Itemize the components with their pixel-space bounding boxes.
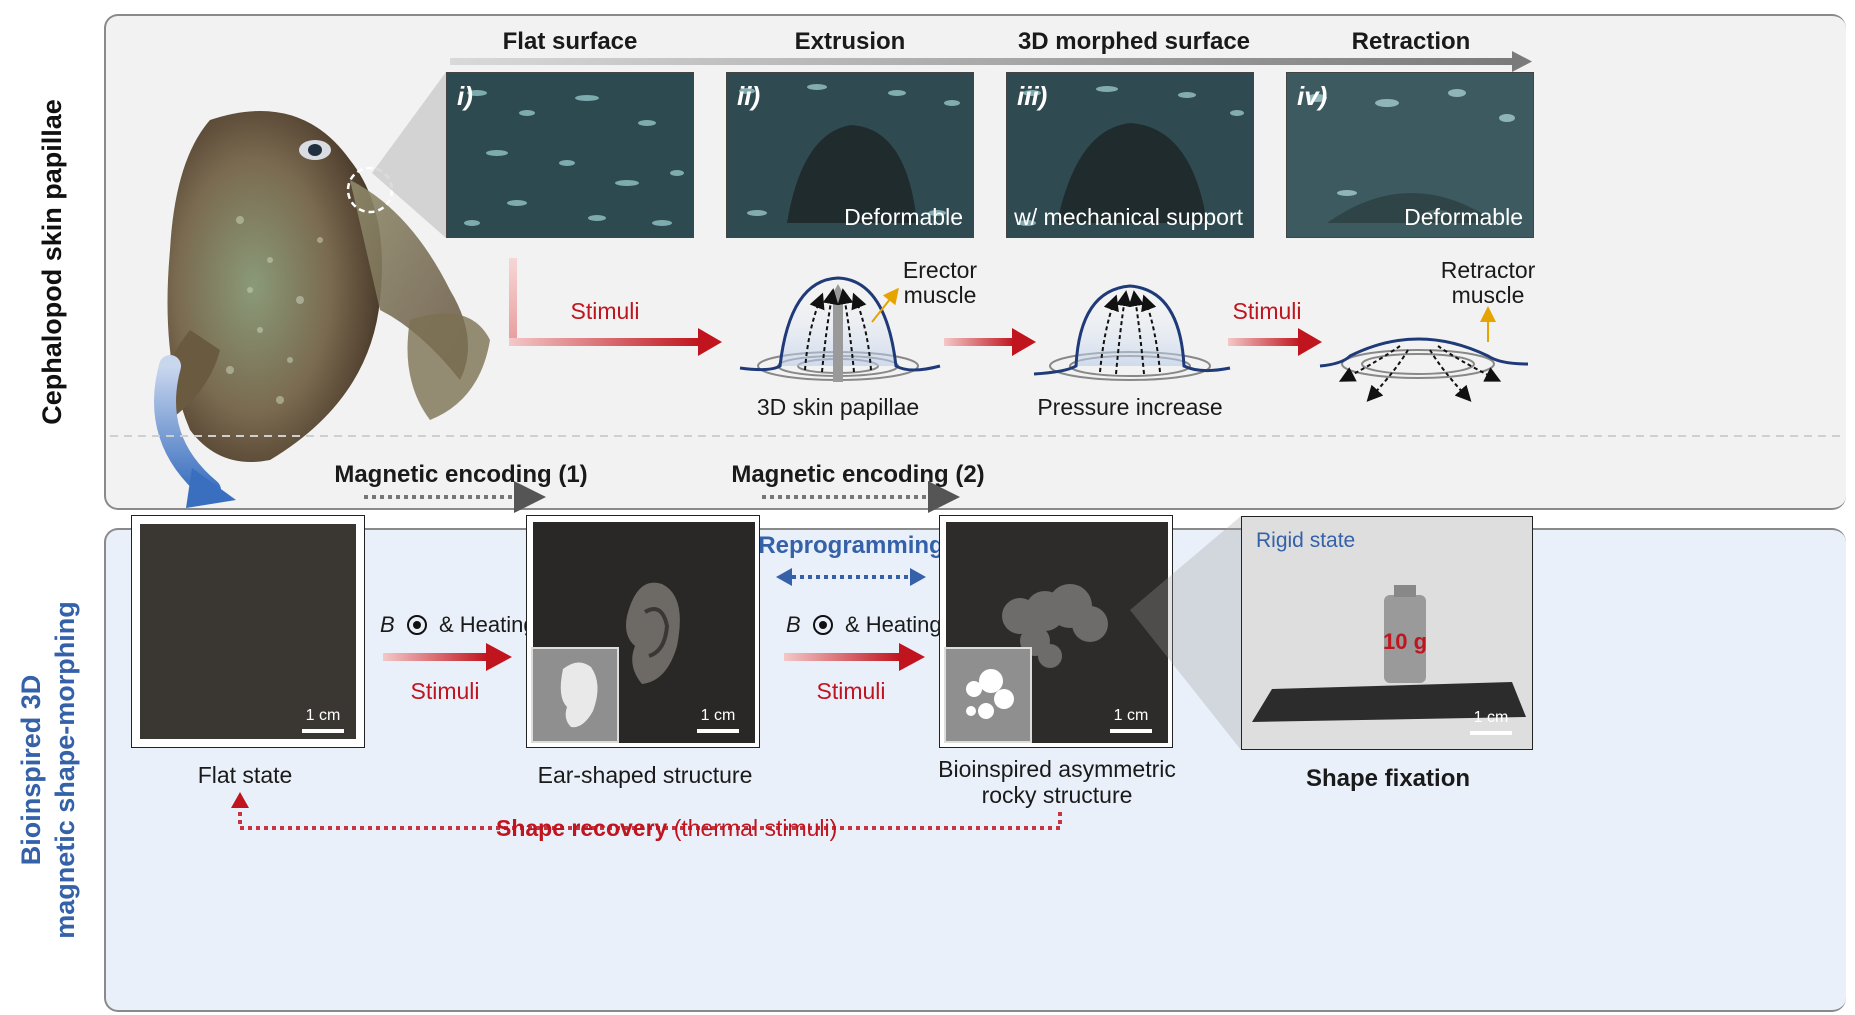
caption-rocky-structure: Bioinspired asymmetric rocky structure <box>938 756 1176 808</box>
caption-skin-papillae: 3D skin papillae <box>756 394 920 420</box>
heating-label-2: B & Heating <box>786 612 942 638</box>
heating-label-1: B & Heating <box>380 612 536 638</box>
scalebar-ear: 1 cm <box>697 707 739 733</box>
cuttlefish-image <box>163 111 490 462</box>
field-out-of-plane-icon <box>406 615 427 635</box>
caption-pressure-increase: Pressure increase <box>1037 394 1223 420</box>
bottom-side-label-line2: magnetic shape-morphing <box>50 601 80 939</box>
shape-recovery-paren: (thermal stimuli) <box>673 815 838 841</box>
field-out-of-plane-icon <box>812 615 833 635</box>
bottom-stimuli-label-2: Stimuli <box>816 678 886 704</box>
photo-note-iv: Deformable <box>1404 204 1523 230</box>
b-field-symbol-2: B <box>786 612 801 637</box>
photo-tag-iv: iv) <box>1297 81 1328 111</box>
photo-note-iii: w/ mechanical support <box>1014 204 1243 230</box>
rigid-state-label: Rigid state <box>1256 529 1356 552</box>
caption-ear-structure: Ear-shaped structure <box>537 762 753 788</box>
heating-text-2: & Heating <box>844 612 942 637</box>
shape-recovery-bold: Shape recovery <box>496 815 668 841</box>
b-field-symbol-1: B <box>380 612 395 637</box>
sample-shape-fixation: Rigid state 10 g 1 cm <box>1241 516 1533 750</box>
scalebar-rocky: 1 cm <box>1110 707 1152 733</box>
magnetic-encoding-1: Magnetic encoding (1) <box>334 461 588 488</box>
stage-title-retraction: Retraction <box>1351 28 1471 55</box>
photo-tag-iii: iii) <box>1017 81 1048 111</box>
scale-label: 1 cm <box>1473 709 1509 726</box>
stage-title-morphed: 3D morphed surface <box>1017 28 1251 55</box>
scalebar-flat: 1 cm <box>302 707 344 733</box>
erector-muscle-label: Erector muscle <box>903 258 977 308</box>
caption-rocky-line1: Bioinspired asymmetric <box>938 756 1176 782</box>
caption-shape-fixation: Shape fixation <box>1305 765 1471 792</box>
scale-label: 1 cm <box>305 707 341 724</box>
photo-tag-i: i) <box>457 81 473 111</box>
rocky-model-inset <box>944 647 1032 743</box>
photo-note-ii: Deformable <box>844 204 963 230</box>
bottom-stimuli-label-1: Stimuli <box>410 678 480 704</box>
erector-line2: muscle <box>903 282 977 308</box>
photo-tag-ii: ii) <box>737 81 761 111</box>
erector-line1: Erector <box>902 257 978 283</box>
top-stimuli-label-2: Stimuli <box>1232 298 1302 324</box>
sample-ear-structure: 1 cm <box>526 515 760 748</box>
top-stimuli-label-1: Stimuli <box>570 298 640 324</box>
scale-label: 1 cm <box>1113 707 1149 724</box>
photo-morphed-surface: iii) w/ mechanical support <box>1006 72 1254 238</box>
scalebar-fixation: 1 cm <box>1470 709 1512 735</box>
scale-label: 1 cm <box>700 707 736 724</box>
retractor-line2: muscle <box>1451 282 1525 308</box>
weight-label: 10 g <box>1382 629 1428 654</box>
retractor-muscle-label: Retractor muscle <box>1441 258 1536 308</box>
magnetic-encoding-2: Magnetic encoding (2) <box>731 461 985 488</box>
top-side-label: Cephalopod skin papillae <box>37 99 67 425</box>
stage-title-extrusion: Extrusion <box>794 28 906 55</box>
caption-flat-state: Flat state <box>197 762 293 788</box>
retractor-line1: Retractor <box>1440 257 1536 283</box>
heating-text-1: & Heating <box>438 612 536 637</box>
reprogramming-label: Reprogramming <box>758 532 944 559</box>
caption-rocky-line2: rocky structure <box>981 782 1133 808</box>
shape-recovery-label: Shape recovery (thermal stimuli) <box>492 815 842 842</box>
stage-title-flat: Flat surface <box>502 28 638 55</box>
ear-model-inset <box>531 647 619 743</box>
bottom-side-label: Bioinspired 3D magnetic shape-morphing <box>14 601 82 939</box>
sample-flat-state: 1 cm <box>131 515 365 748</box>
sample-rocky-structure: 1 cm <box>939 515 1173 748</box>
photo-retraction: iv) Deformable <box>1286 72 1534 238</box>
bottom-side-label-line1: Bioinspired 3D <box>16 674 46 866</box>
photo-flat-surface: i) <box>446 72 694 238</box>
photo-extrusion: ii) Deformable <box>726 72 974 238</box>
